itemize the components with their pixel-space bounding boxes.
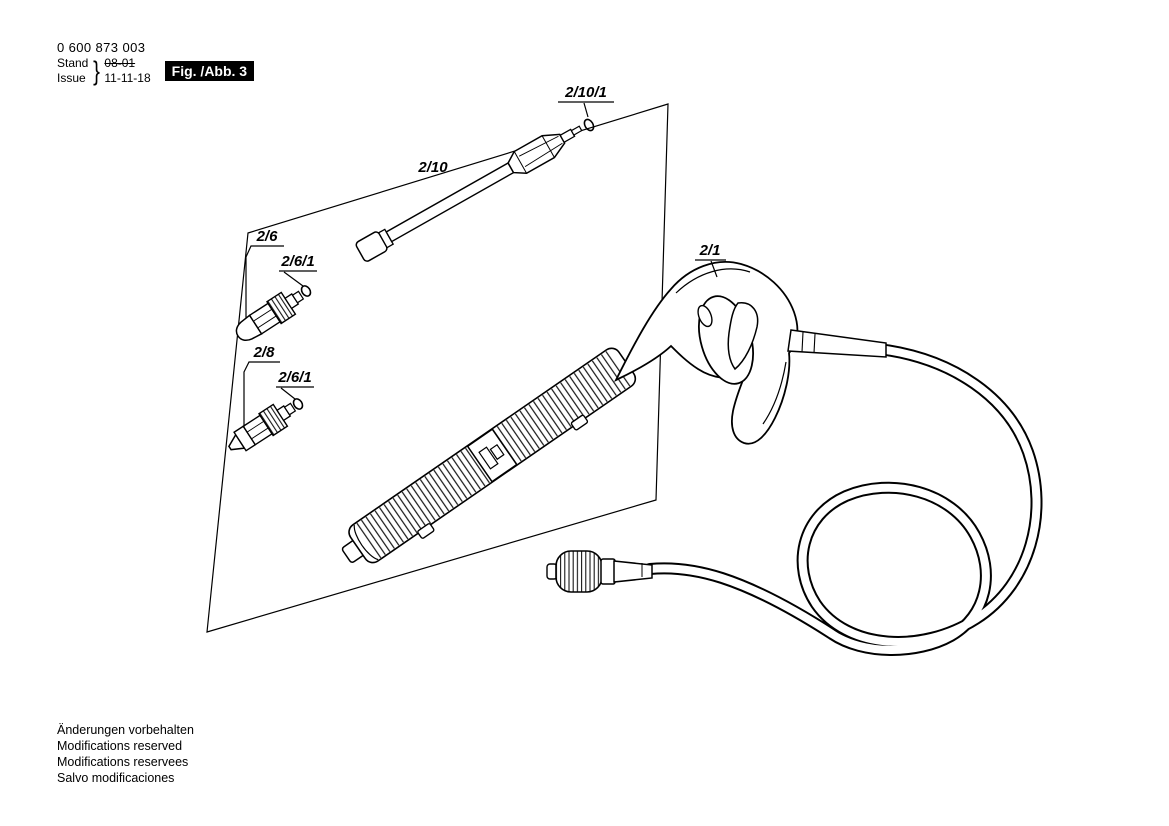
- figure-label: Fig. /Abb. 3: [164, 61, 255, 81]
- label-nozzle-a: 2/6: [256, 228, 279, 245]
- note-fr: Modifications reservees: [57, 755, 189, 769]
- hose-coupling: [546, 550, 653, 593]
- document-number: 0 600 873 003: [57, 40, 146, 55]
- note-es: Salvo modificaciones: [57, 771, 175, 785]
- note-de: Änderungen vorbehalten: [57, 723, 194, 737]
- nozzle-2-6-oring: [300, 285, 312, 297]
- label-nozzle-a-oring: 2/6/1: [280, 253, 314, 270]
- label-lance-oring: 2/10/1: [564, 84, 607, 101]
- stand-label: Stand: [57, 56, 89, 70]
- label-lance: 2/10: [417, 159, 448, 176]
- issue-value: 11-11-18: [104, 71, 151, 85]
- nozzle-2-8: [228, 402, 297, 452]
- brace: }: [93, 55, 101, 86]
- nozzle-2-8-oring: [292, 398, 304, 410]
- coupling-knurled-nut: [555, 550, 603, 593]
- hose-strain-relief: [787, 329, 887, 358]
- gun-trigger: [727, 302, 759, 371]
- note-en: Modifications reserved: [57, 739, 183, 753]
- high-pressure-hose: [644, 344, 1043, 656]
- spray-lance: [355, 125, 583, 262]
- gun-barrel: [341, 347, 637, 564]
- footer-notes: Änderungen vorbehalten Modifications res…: [57, 722, 194, 786]
- lance-oring: [583, 118, 595, 132]
- stand-value: 08-01: [104, 56, 136, 70]
- title-block: 0 600 873 003 Stand Issue } 08-01 11-11-…: [57, 40, 255, 86]
- gun-detail-oval: [697, 304, 713, 328]
- part-labels: 2/10/1 2/10 2/6 2/6/1 2/8 2/6/1 2/1: [243, 84, 726, 428]
- label-nozzle-b-oring: 2/6/1: [277, 369, 311, 386]
- label-nozzle-b: 2/8: [253, 344, 276, 361]
- trigger-gun: [614, 260, 799, 445]
- nozzle-2-6: [235, 290, 305, 342]
- issue-label: Issue: [57, 71, 86, 85]
- label-gun: 2/1: [699, 242, 721, 259]
